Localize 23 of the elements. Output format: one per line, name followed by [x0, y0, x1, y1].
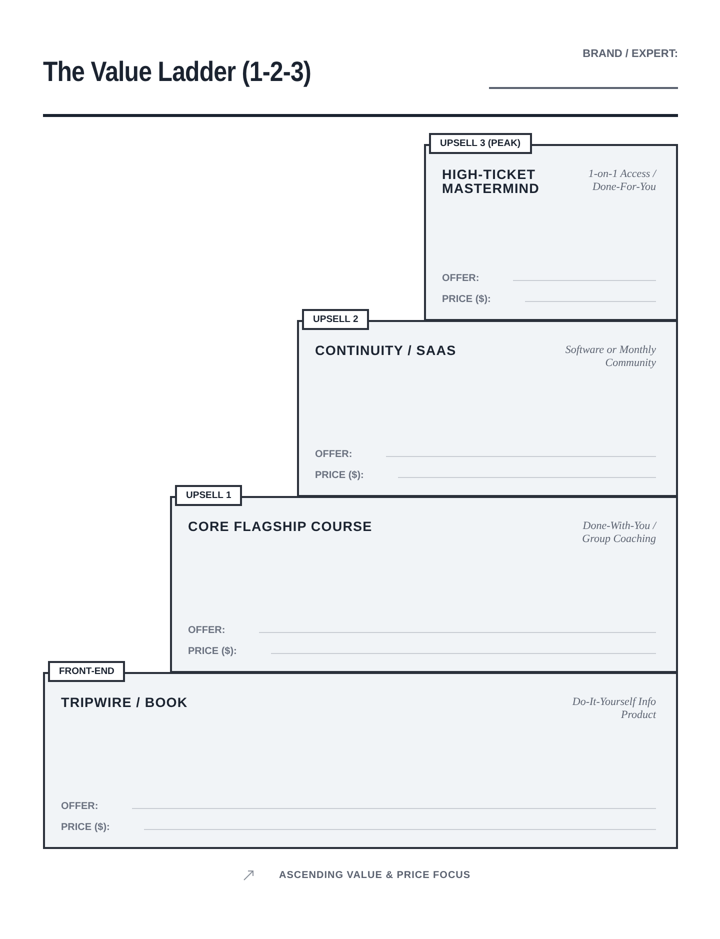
field-label: PRICE ($):	[315, 470, 364, 481]
field-label: OFFER:	[188, 625, 226, 636]
field-label: OFFER:	[61, 801, 98, 812]
field-label: OFFER:	[442, 273, 480, 284]
step-description: Done-With-You / Group Coaching	[581, 520, 656, 546]
step-title: CORE FLAGSHIP COURSE	[188, 520, 372, 534]
step-tag: UPSELL 1	[175, 485, 242, 506]
field-label: PRICE ($):	[188, 646, 237, 657]
step-title: HIGH-TICKET MASTERMIND	[442, 168, 540, 196]
step-description: Software or Monthly Community	[564, 344, 656, 370]
step-description: 1-on-1 Access / Done-For-You	[587, 168, 656, 194]
step-title: CONTINUITY / SAAS	[315, 344, 456, 358]
field-label: OFFER:	[315, 449, 352, 460]
step-tag: FRONT-END	[48, 661, 126, 682]
field-label: PRICE ($):	[442, 294, 491, 305]
step-tag: UPSELL 3 (PEAK)	[429, 133, 532, 154]
field-label: PRICE ($):	[61, 822, 110, 833]
step-tag: UPSELL 2	[302, 309, 370, 330]
footer-note: ASCENDING VALUE & PRICE FOCUS	[279, 870, 471, 880]
step-title: TRIPWIRE / BOOK	[61, 696, 188, 710]
step-description: Do-It-Yourself Info Product	[571, 696, 656, 722]
field-label: BRAND / EXPERT:	[582, 48, 678, 60]
page-title: The Value Ladder (1-2-3)	[43, 56, 311, 88]
